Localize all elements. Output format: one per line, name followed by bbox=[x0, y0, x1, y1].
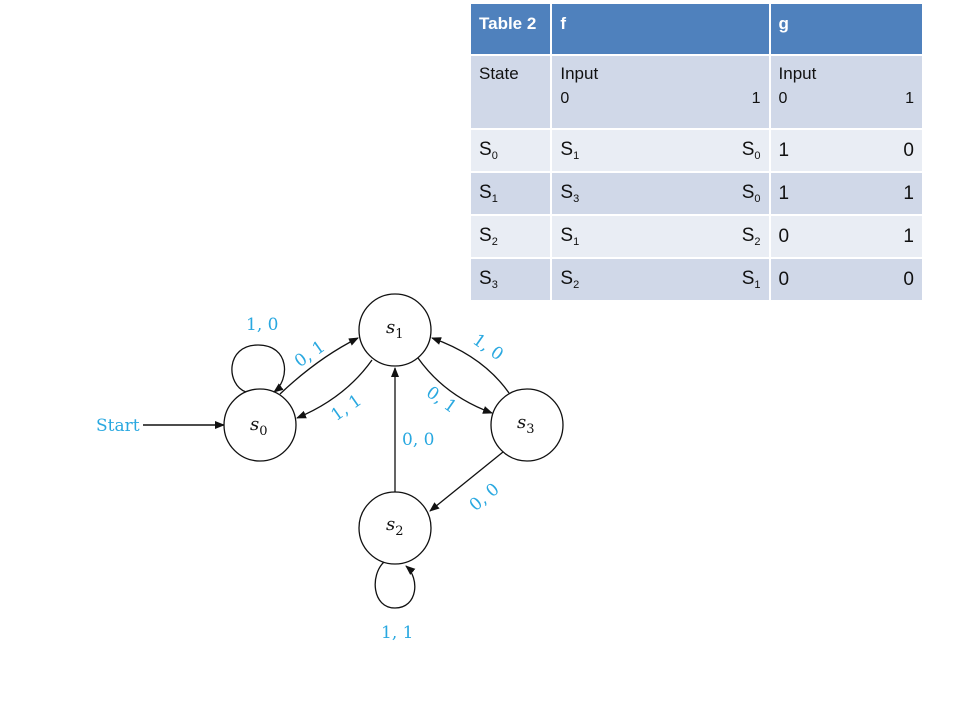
g-input-1: 1 bbox=[905, 90, 914, 107]
edge-s0-s1 bbox=[279, 337, 359, 395]
svg-text:s0: s0 bbox=[250, 414, 268, 439]
edge-label-s0-s1: 0, 1 bbox=[291, 337, 329, 372]
g-header: g bbox=[770, 2, 922, 54]
state-s0: s0 bbox=[223, 388, 297, 462]
edge-s3-s2 bbox=[429, 451, 504, 512]
f-header: f bbox=[552, 2, 771, 54]
edge-s0-loop bbox=[231, 344, 286, 393]
edge-s1-s3 bbox=[417, 357, 493, 414]
edge-label-s1-s0: 1, 1 bbox=[328, 391, 366, 426]
svg-text:s1: s1 bbox=[386, 317, 404, 342]
table-title: Table 2 bbox=[471, 2, 553, 54]
edge-s3-s1 bbox=[431, 337, 510, 394]
state-cell: S3 bbox=[471, 257, 553, 300]
f-input-header: Input 0 1 bbox=[552, 54, 771, 128]
edge-s1-s0 bbox=[296, 359, 373, 419]
edge-label-s2-loop: 1, 1 bbox=[381, 623, 413, 643]
state-s1: s1 bbox=[358, 293, 432, 367]
g-input-label: Input bbox=[778, 64, 817, 83]
edge-label-s0-loop: 1, 0 bbox=[246, 315, 278, 335]
state-header: State bbox=[471, 54, 553, 128]
table-subheader-row: State Input 0 1 Input 0 1 bbox=[471, 54, 922, 128]
g-input-header: Input 0 1 bbox=[770, 54, 922, 128]
state-cell: S1 bbox=[471, 171, 553, 214]
f-input-0: 0 bbox=[560, 90, 570, 107]
edge-label-s3-s2: 0, 0 bbox=[466, 479, 504, 515]
svg-text:s2: s2 bbox=[386, 514, 404, 539]
table-header-row: Table 2 f g bbox=[471, 2, 922, 54]
svg-text:s3: s3 bbox=[517, 412, 535, 437]
g-input-0: 0 bbox=[778, 90, 788, 107]
edge-s2-loop bbox=[374, 561, 416, 609]
edge-label-s2-s1: 0, 0 bbox=[402, 430, 434, 450]
start-label: Start bbox=[96, 416, 140, 436]
f-input-label: Input bbox=[560, 64, 599, 83]
state-table: Table 2 f g State Input 0 1 Input 0 1 S0… bbox=[471, 2, 922, 302]
f-input-1: 1 bbox=[751, 90, 761, 107]
state-cell: S2 bbox=[471, 214, 553, 257]
state-s2: s2 bbox=[358, 491, 432, 565]
state-s3: s3 bbox=[490, 388, 564, 462]
edge-label-s1-s3: 0, 1 bbox=[422, 383, 460, 418]
state-cell: S0 bbox=[471, 128, 553, 171]
